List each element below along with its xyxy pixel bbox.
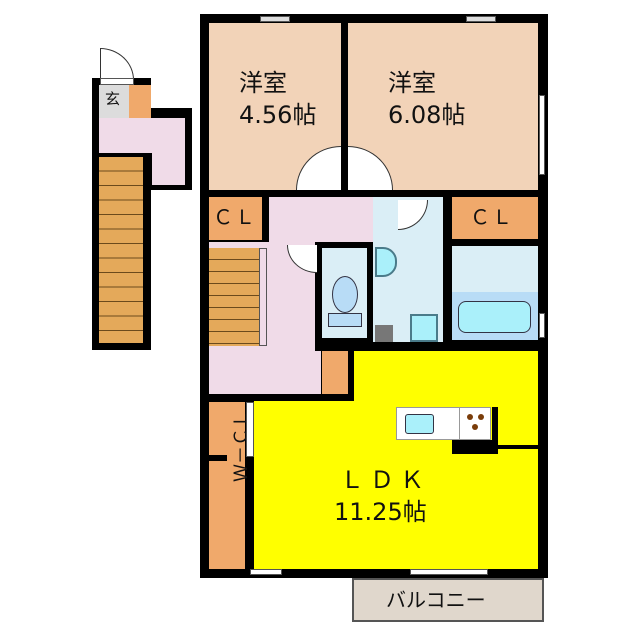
stairs-upper — [209, 248, 259, 346]
utility-box — [375, 325, 393, 342]
closet-2-label: ＣＬ — [470, 205, 514, 229]
entry-hall — [99, 118, 185, 153]
balcony-label: バルコニー — [386, 588, 486, 612]
closet-1-label: ＣＬ — [213, 205, 257, 229]
closet-2: ＣＬ — [452, 197, 538, 239]
ldk-size: 11.25帖 — [334, 498, 427, 526]
bedroom-1-label: 洋室 — [239, 69, 287, 97]
ldk-label: ＬＤＫ — [340, 466, 430, 494]
wash-basin-icon — [375, 247, 397, 277]
shoe-closet — [129, 85, 151, 118]
ldk-window-1[interactable] — [250, 569, 282, 575]
stove-icon — [459, 408, 489, 439]
bedroom-2-label: 洋室 — [388, 69, 436, 97]
genkan-label: 玄 — [105, 90, 121, 108]
entrance-stair-block: 玄 — [92, 48, 192, 350]
genkan: 玄 — [99, 85, 129, 118]
bathroom-window[interactable] — [539, 313, 545, 338]
walk-in-closet: Ｗ－ＣＬ — [209, 402, 252, 569]
hallway — [269, 197, 391, 242]
stairs-lower — [99, 157, 143, 343]
entry-door-swing[interactable] — [100, 48, 134, 80]
bedroom-1-window[interactable] — [260, 16, 290, 22]
toilet-bowl-icon — [332, 276, 358, 313]
bedroom-1-size: 4.56帖 — [239, 101, 317, 129]
toilet-tank-icon — [328, 313, 362, 327]
ldk-door[interactable] — [246, 402, 254, 457]
closet-1: ＣＬ — [209, 197, 262, 240]
bedroom-2-side-window[interactable] — [539, 95, 545, 175]
bedroom-2-window[interactable] — [466, 16, 496, 22]
washing-machine-icon — [410, 314, 438, 342]
toilet-room — [322, 248, 367, 338]
ldk-window-2[interactable] — [410, 569, 488, 575]
balcony: バルコニー — [352, 578, 544, 622]
bathroom — [452, 246, 538, 340]
bedroom-2-size: 6.08帖 — [388, 101, 466, 129]
bathtub-basin-icon — [458, 301, 531, 333]
sink-icon — [405, 414, 434, 434]
kitchen-counter — [396, 407, 491, 440]
